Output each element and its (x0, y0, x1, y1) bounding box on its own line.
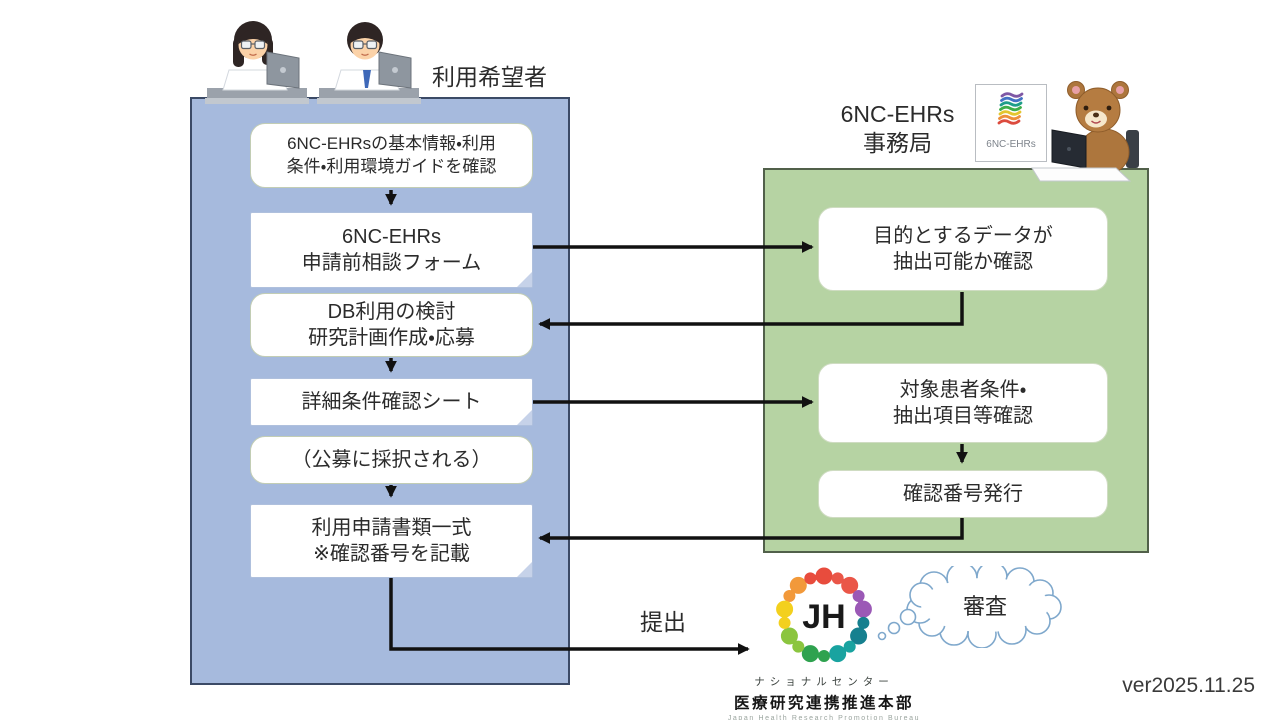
office-label: 6NC-EHRs 事務局 (840, 101, 955, 156)
check-data-extractable: 目的とするデータが 抽出可能か確認 (818, 207, 1108, 291)
6nc-ehrs-logo-label: 6NC-EHRs (986, 139, 1035, 150)
review-label: 審査 (962, 594, 1007, 619)
applicant-label: 利用希望者 (432, 64, 547, 90)
check-patient-conditions: 対象患者条件・ 抽出項目等確認 (818, 363, 1108, 443)
6nc-ehrs-logo-icon: 6NC-EHRs (986, 92, 1036, 150)
issue-confirmation-number: 確認番号発行 (818, 470, 1108, 518)
applicants-illustration (205, 21, 421, 104)
step-pre-consult-form: 6NC-EHRs 申請前相談フォーム (250, 212, 533, 288)
jh-org-name: ナショナルセンター 医療研究連携推進本部 Japan Health Resear… (704, 674, 944, 720)
jh-org-name-en: Japan Health Research Promotion Bureau (727, 715, 921, 720)
jh-monogram: JH (802, 598, 845, 636)
version-label: ver2025.11.25 (1122, 674, 1255, 697)
man-researcher-icon (317, 22, 421, 104)
jh-org-name-small: ナショナルセンター (754, 676, 894, 688)
step-adopted: （公募に採択される） (250, 436, 533, 484)
jh-org-name-main: 医療研究連携推進本部 (733, 695, 914, 712)
submit-label: 提出 (640, 609, 686, 635)
step-application-docs: 利用申請書類一式 ※確認番号を記載 (250, 504, 533, 578)
review-thought-cloud (877, 566, 1062, 648)
6nc-ehrs-logo: 6NC-EHRs (975, 84, 1047, 162)
step-detail-condition-sheet: 詳細条件確認シート (250, 378, 533, 426)
bear-mascot-icon (1031, 81, 1139, 182)
woman-researcher-icon (205, 21, 309, 104)
step-db-consideration: DB利用の検討 研究計画作成・応募 (250, 293, 533, 357)
jh-logo: JH (776, 567, 872, 663)
step-guide-check: 6NC-EHRsの基本情報・利用 条件・利用環境ガイドを確認 (250, 123, 533, 188)
